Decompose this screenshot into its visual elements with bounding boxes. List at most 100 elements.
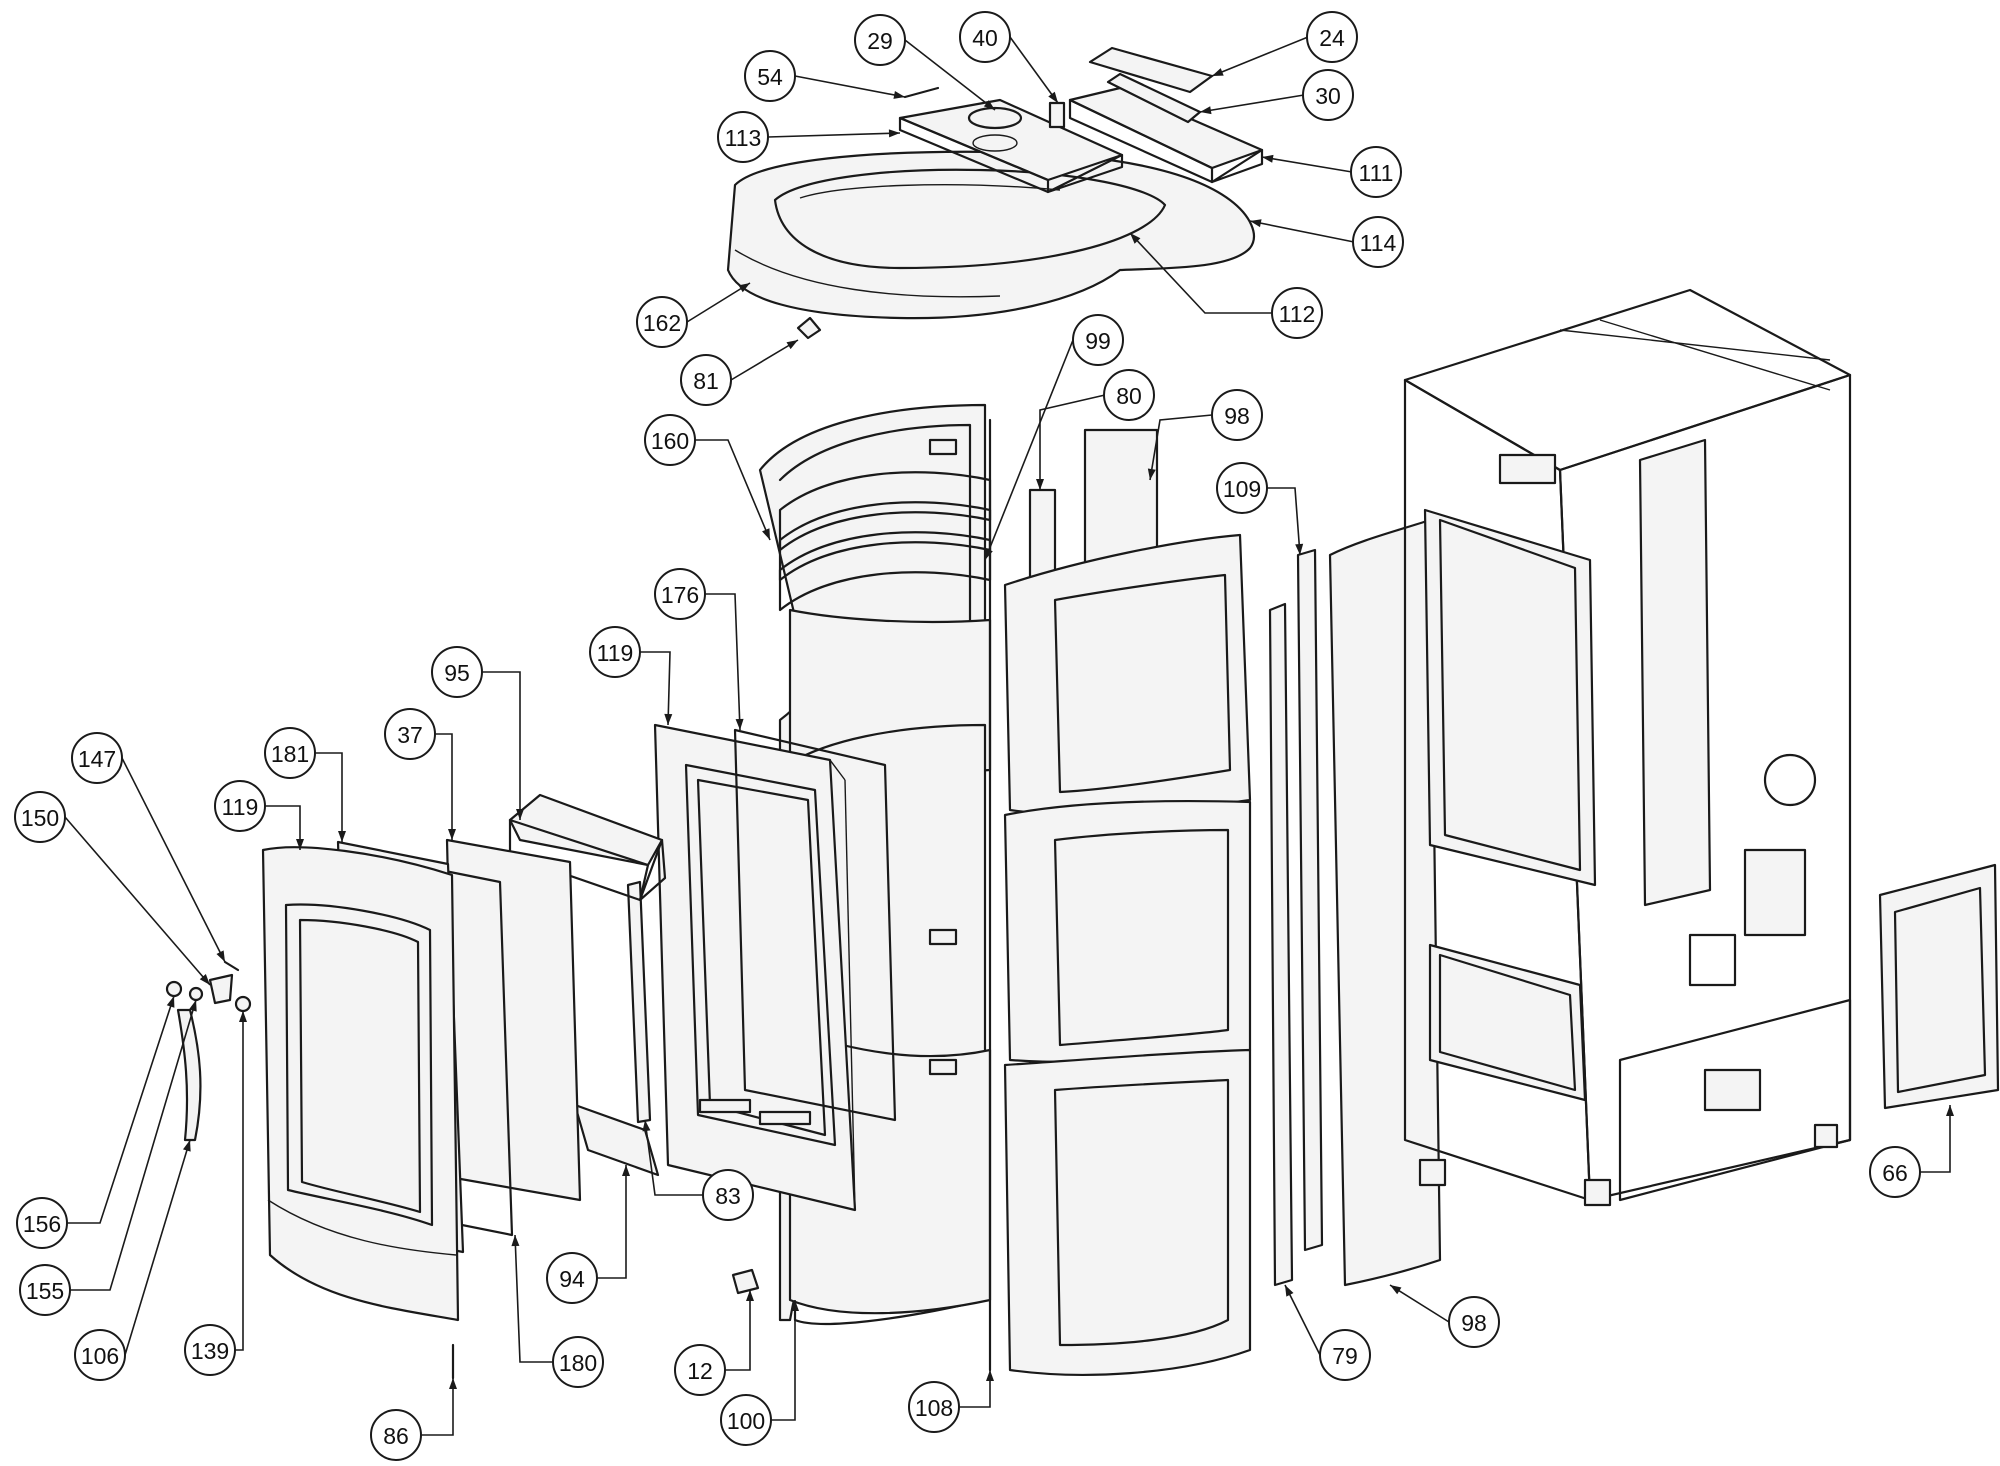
callout-c94: 94 — [546, 1252, 598, 1304]
callout-label: 98 — [1461, 1310, 1487, 1336]
callout-c98a: 98 — [1211, 389, 1263, 441]
callout-c155: 155 — [19, 1264, 71, 1316]
callout-c162: 162 — [636, 296, 688, 348]
leader-c108 — [959, 1370, 991, 1408]
arrowhead-c114 — [1250, 219, 1262, 228]
callout-label: 114 — [1360, 230, 1397, 256]
callout-label: 54 — [757, 64, 783, 90]
leader-c119a — [640, 651, 671, 726]
callout-circle — [717, 111, 769, 163]
callout-circle — [674, 1344, 726, 1396]
callout-circle — [744, 50, 796, 102]
callout-circle — [1302, 69, 1354, 121]
callout-circle — [908, 1381, 960, 1433]
arrowhead-c83 — [642, 1120, 651, 1132]
leader-c181 — [315, 752, 343, 842]
callout-c30: 30 — [1302, 69, 1354, 121]
glass-37 — [445, 838, 582, 1202]
arrowhead-c95 — [516, 809, 524, 820]
callout-label: 147 — [78, 746, 116, 772]
callout-circle — [1072, 314, 1124, 366]
arrowhead-c162 — [738, 283, 750, 293]
callout-c66: 66 — [1869, 1146, 1921, 1198]
callout-c156: 156 — [16, 1197, 68, 1249]
washer-155 — [188, 986, 204, 1002]
arrowhead-c181 — [338, 831, 346, 842]
arrowhead-c66 — [1946, 1105, 1954, 1116]
arrowhead-c80 — [1036, 479, 1044, 490]
leader-c98b — [1389, 1284, 1450, 1323]
callout-label: 24 — [1319, 25, 1345, 51]
callout-circle — [431, 646, 483, 698]
callout-label: 12 — [687, 1358, 713, 1384]
callout-c106: 106 — [74, 1329, 126, 1381]
callout-label: 181 — [271, 741, 309, 767]
callout-circle — [720, 1394, 772, 1446]
callout-circle — [74, 1329, 126, 1381]
callout-c181: 181 — [264, 727, 316, 779]
arrowhead-c155 — [189, 1000, 197, 1012]
callout-label: 83 — [715, 1183, 741, 1209]
callout-circle — [214, 780, 266, 832]
callout-c79: 79 — [1319, 1329, 1371, 1381]
callout-c37: 37 — [384, 708, 436, 760]
bracket-66 — [1878, 863, 2000, 1110]
callout-circle — [1319, 1329, 1371, 1381]
callout-circle — [184, 1324, 236, 1376]
callout-circle — [1869, 1146, 1921, 1198]
leader-c155 — [70, 999, 197, 1291]
outer-door-119 — [261, 846, 460, 1322]
callout-label: 113 — [725, 125, 762, 151]
leader-c139 — [235, 1011, 244, 1351]
leader-c95 — [482, 671, 521, 820]
knob-156 — [165, 980, 183, 998]
callout-label: 108 — [915, 1395, 953, 1421]
callout-label: 180 — [559, 1350, 597, 1376]
leader-c37 — [435, 733, 453, 840]
callout-circle — [71, 732, 123, 784]
arrowhead-c24 — [1212, 68, 1224, 76]
washer-139 — [234, 995, 252, 1013]
callout-label: 119 — [597, 640, 634, 666]
callout-c113: 113 — [717, 111, 769, 163]
callout-c29: 29 — [854, 14, 906, 66]
callout-label: 94 — [559, 1266, 585, 1292]
callout-circle — [680, 354, 732, 406]
callout-c119a: 119 — [589, 626, 641, 678]
leader-c54 — [794, 75, 906, 98]
leader-c160 — [695, 439, 771, 541]
callout-label: 40 — [972, 25, 998, 51]
arrowhead-c156 — [166, 996, 175, 1008]
callout-circle — [1306, 11, 1358, 63]
callout-label: 106 — [81, 1343, 119, 1369]
handle-24 — [1088, 46, 1214, 94]
callout-c108: 108 — [908, 1381, 960, 1433]
callout-circle — [384, 708, 436, 760]
deflector-95 — [508, 793, 664, 867]
leader-c100 — [771, 1300, 796, 1421]
callout-c111: 111 — [1350, 146, 1402, 198]
callout-label: 37 — [397, 722, 423, 748]
callout-circle — [1352, 216, 1404, 268]
leader-c113 — [767, 132, 901, 138]
callout-label: 100 — [727, 1408, 765, 1434]
side-panel-160 — [758, 403, 992, 773]
callout-c109: 109 — [1216, 462, 1268, 514]
arrowhead-c176 — [735, 718, 744, 730]
callout-c24: 24 — [1306, 11, 1358, 63]
rail-79 — [1268, 602, 1294, 1287]
arrowhead-c86 — [449, 1378, 457, 1389]
callout-c80: 80 — [1103, 369, 1155, 421]
callout-label: 160 — [651, 428, 689, 454]
callout-circle — [14, 791, 66, 843]
callout-label: 109 — [1223, 476, 1261, 502]
callout-c40: 40 — [959, 11, 1011, 63]
callout-c99: 99 — [1072, 314, 1124, 366]
callout-circle — [370, 1409, 422, 1461]
callout-label: 98 — [1224, 403, 1250, 429]
side-profile-98 — [1328, 518, 1442, 1287]
callout-c180: 180 — [552, 1336, 604, 1388]
arrowhead-c100 — [791, 1300, 799, 1311]
handle-assembly — [165, 960, 252, 1142]
